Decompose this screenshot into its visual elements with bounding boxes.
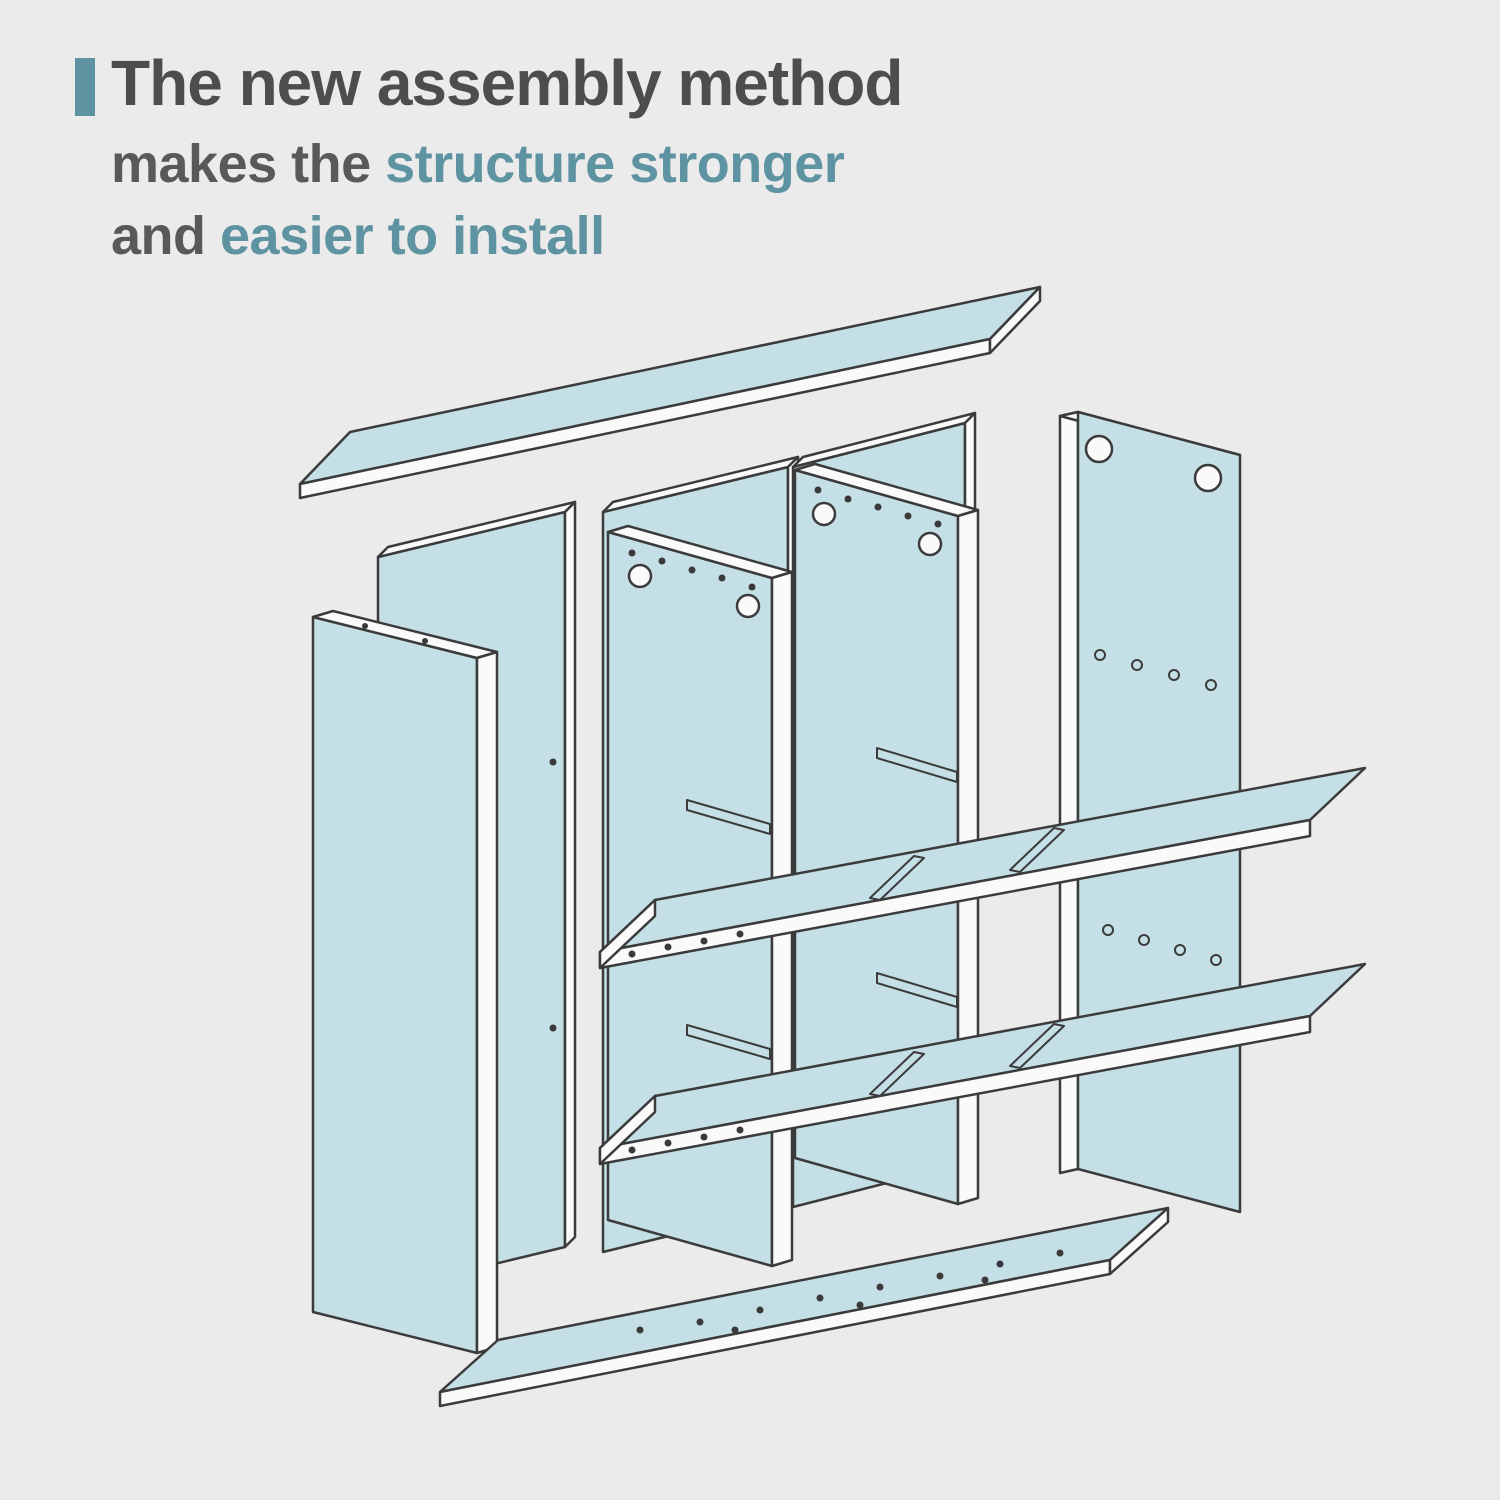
accent-bar [75,58,95,116]
subtitle-2-highlight: structure stronger [385,134,845,195]
shelf-support-tab [876,972,958,1008]
keyhole [917,531,943,557]
upper-shelf [598,766,1367,970]
keyhole [811,501,837,527]
left-side-panel [311,609,499,1355]
header: The new assembly method makes the struct… [75,47,903,271]
title-row: The new assembly method [75,47,903,119]
shelf-support-tab [686,1024,771,1060]
shelf-support-tab [876,747,958,783]
keyhole [735,593,761,619]
bottom-panel [438,1206,1170,1408]
hanging-hole [1193,463,1223,493]
divider-slot [1009,1023,1065,1069]
divider-slot [869,855,925,901]
top-panel [298,285,1042,500]
subtitle-2-prefix: makes the [111,134,386,195]
divider-panel-2 [793,462,980,1206]
keyhole [627,563,653,589]
shelf-support-tab [686,799,771,835]
subtitle-line-3: and easier to install [111,202,902,271]
page-title: The new assembly method [111,47,903,119]
divider-slot [869,1051,925,1097]
subtitle-line-2: makes the structure stronger [111,130,902,199]
subtitle-3-highlight: easier to install [220,205,605,266]
lower-shelf [598,962,1367,1166]
hanging-hole [1084,434,1114,464]
subtitle-3-prefix: and [111,205,221,266]
divider-slot [1009,827,1065,873]
